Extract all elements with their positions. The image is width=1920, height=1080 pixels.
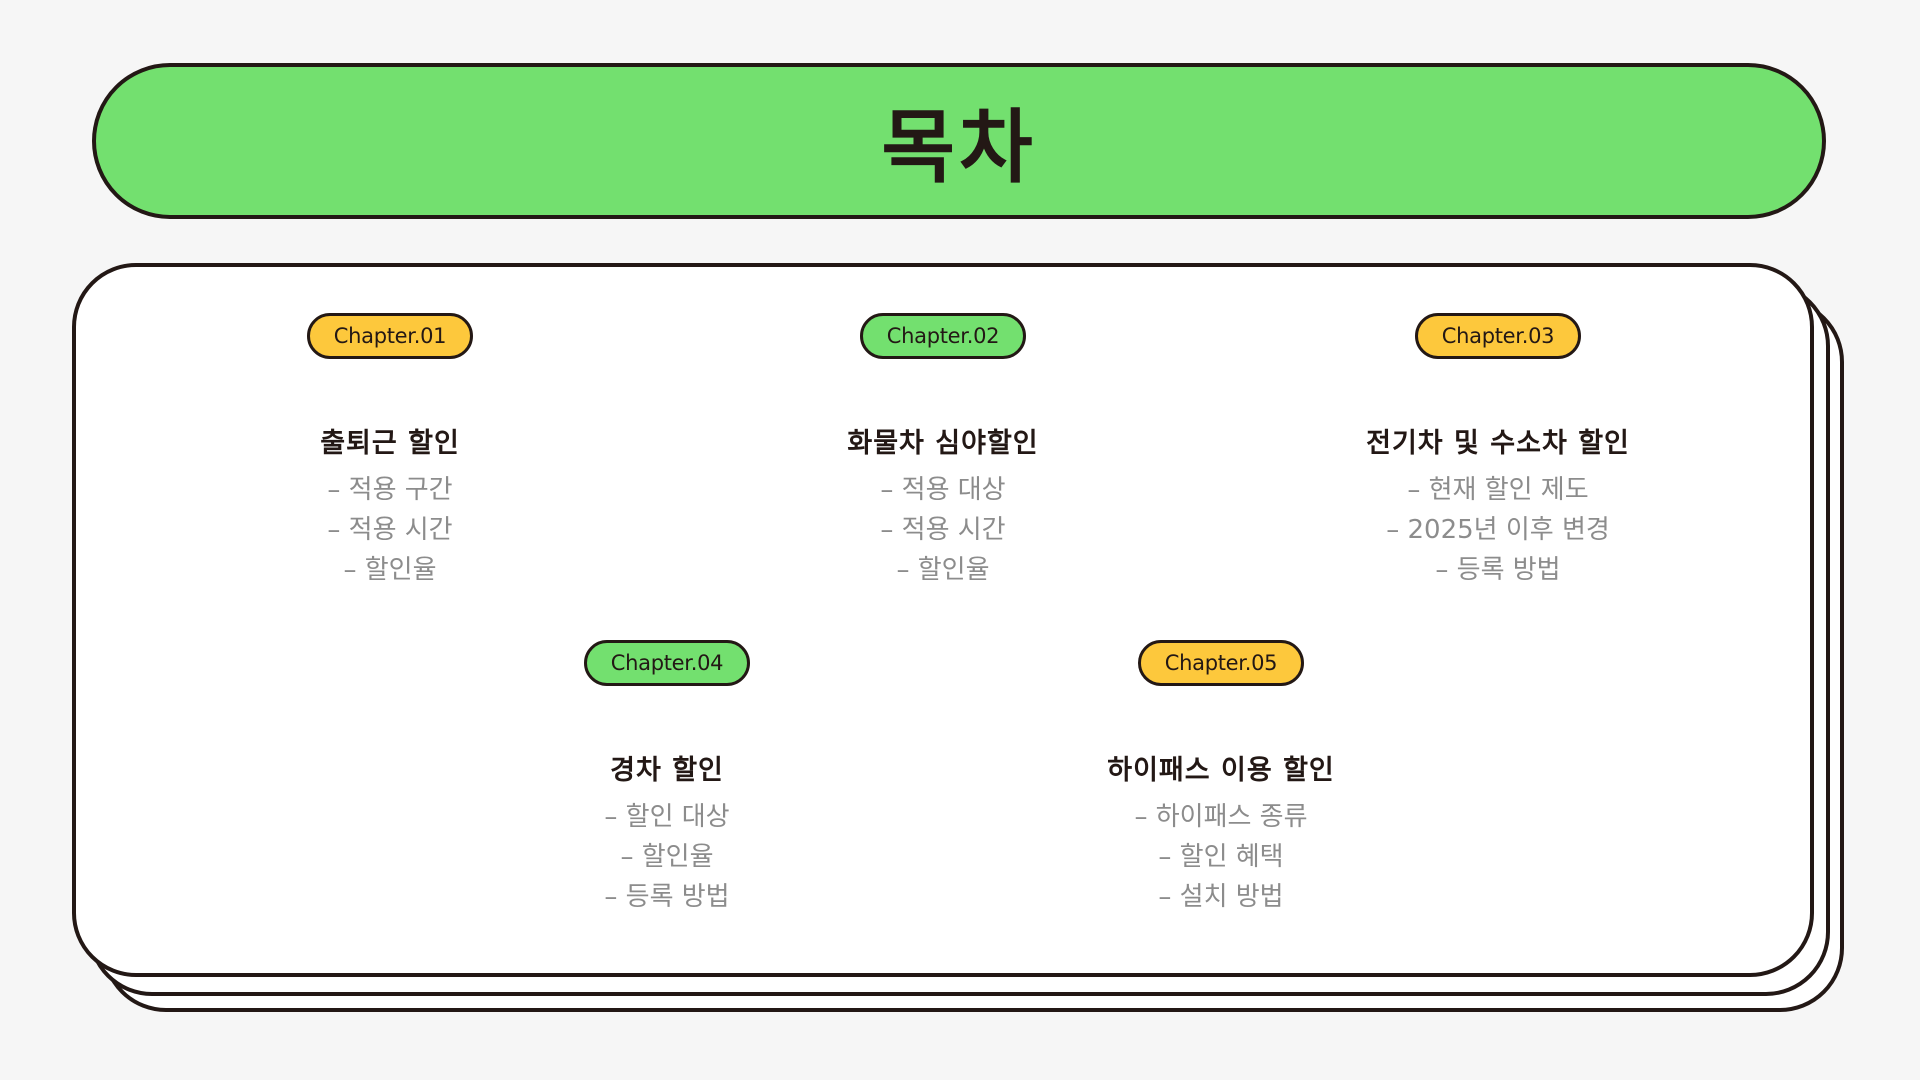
chapter-item: – 적용 시간 — [880, 515, 1006, 545]
chapter-items: – 현재 할인 제도 – 2025년 이후 변경 – 등록 방법 — [1386, 470, 1610, 590]
chapter-title: 출퇴근 할인 — [320, 428, 460, 459]
chapter-item: – 할인율 — [343, 555, 437, 585]
chapter-title: 하이패스 이용 할인 — [1107, 755, 1335, 786]
chapter-items: – 하이패스 종류 – 할인 혜택 – 설치 방법 — [1134, 797, 1307, 917]
chapter-items: – 적용 대상 – 적용 시간 – 할인율 — [880, 470, 1005, 590]
chapter-item: – 등록 방법 — [1435, 555, 1561, 585]
chapter-items: – 할인 대상 – 할인율 – 등록 방법 — [604, 797, 729, 917]
chapter-badge: Chapter.03 — [1414, 313, 1582, 359]
chapter-item: – 적용 시간 — [327, 515, 453, 545]
chapter-item: – 할인율 — [620, 842, 714, 872]
chapter-item: – 하이패스 종류 — [1134, 802, 1308, 832]
chapter-item: – 현재 할인 제도 — [1407, 475, 1589, 505]
chapter-badge: Chapter.01 — [306, 313, 474, 359]
chapter-04: Chapter.04 경차 할인 – 할인 대상 – 할인율 – 등록 방법 — [457, 640, 877, 917]
chapter-item: – 등록 방법 — [604, 882, 730, 912]
chapter-item: – 할인 혜택 — [1158, 842, 1284, 872]
chapter-03: Chapter.03 전기차 및 수소차 할인 – 현재 할인 제도 – 202… — [1288, 313, 1708, 590]
chapter-title: 전기차 및 수소차 할인 — [1366, 428, 1630, 459]
chapter-item: – 설치 방법 — [1158, 882, 1284, 912]
chapter-item: – 적용 대상 — [880, 475, 1006, 505]
chapter-item: – 2025년 이후 변경 — [1386, 515, 1610, 545]
chapter-title: 경차 할인 — [610, 755, 724, 786]
chapter-items: – 적용 구간 – 적용 시간 – 할인율 — [327, 470, 452, 590]
title-banner: 목차 — [92, 63, 1826, 219]
chapter-badge: Chapter.05 — [1137, 640, 1305, 686]
chapter-item: – 할인 대상 — [604, 802, 730, 832]
chapter-badge: Chapter.04 — [583, 640, 751, 686]
contents-card — [72, 263, 1814, 977]
page-title: 목차 — [881, 101, 1037, 194]
chapter-title: 화물차 심야할인 — [847, 428, 1039, 459]
chapter-item: – 적용 구간 — [327, 475, 453, 505]
chapter-05: Chapter.05 하이패스 이용 할인 – 하이패스 종류 – 할인 혜택 … — [1011, 640, 1431, 917]
chapter-01: Chapter.01 출퇴근 할인 – 적용 구간 – 적용 시간 – 할인율 — [180, 313, 600, 590]
chapter-item: – 할인율 — [896, 555, 990, 585]
chapter-02: Chapter.02 화물차 심야할인 – 적용 대상 – 적용 시간 – 할인… — [733, 313, 1153, 590]
chapter-badge: Chapter.02 — [859, 313, 1027, 359]
